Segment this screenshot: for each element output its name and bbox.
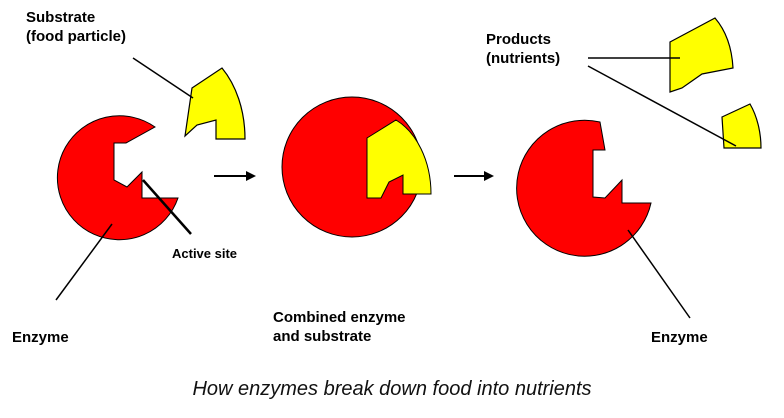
enzyme-left-label-text: Enzyme [12,329,69,346]
active-site-leader-line [142,179,192,235]
product-small-leader-line [587,65,737,147]
substrate-leader-line [132,57,194,99]
products-label-line2: (nutrients) [486,50,561,67]
combined-label: Combined enzyme and substrate [273,308,406,346]
product-small-shape [721,103,762,149]
enzyme-right-label-text: Enzyme [651,329,708,346]
substrate-label: Substrate (food particle) [26,8,126,46]
enzyme-right-shape [516,119,652,257]
diagram-caption: How enzymes break down food into nutrien… [192,378,592,400]
products-label: Products (nutrients) [486,30,560,68]
bound-substrate-shape [366,119,432,199]
combined-label-line2: and substrate [273,328,372,345]
enzyme-right-leader-line [627,229,691,319]
arrow-2 [454,171,494,181]
product-large-shape [669,17,734,93]
substrate-label-line2: (food particle) [26,28,126,45]
products-label-line1: Products [486,31,552,48]
enzyme-left-shape [56,115,179,241]
enzyme-left-label: Enzyme [12,328,69,347]
enzyme-left-leader-line [55,223,113,301]
active-site-label-text: Active site [172,246,238,261]
substrate-shape [184,67,246,140]
active-site-label: Active site [172,244,237,263]
combined-label-line1: Combined enzyme [273,309,406,326]
enzyme-right-label: Enzyme [651,328,708,347]
substrate-label-line1: Substrate [26,9,96,26]
arrow-1 [214,171,256,181]
